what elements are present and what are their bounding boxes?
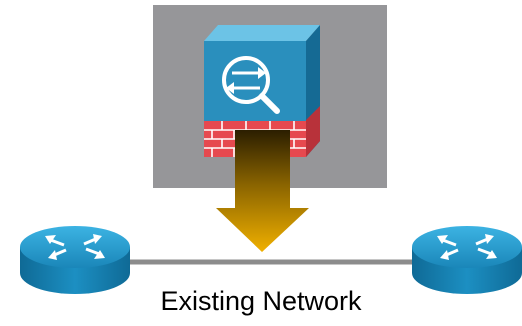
insertion-arrow-icon: [216, 130, 309, 252]
router-right-icon: [412, 226, 522, 294]
magnifier-arrows-icon: [222, 56, 280, 114]
router-left-icon: [20, 226, 130, 294]
diagram-caption: Existing Network: [160, 286, 362, 316]
